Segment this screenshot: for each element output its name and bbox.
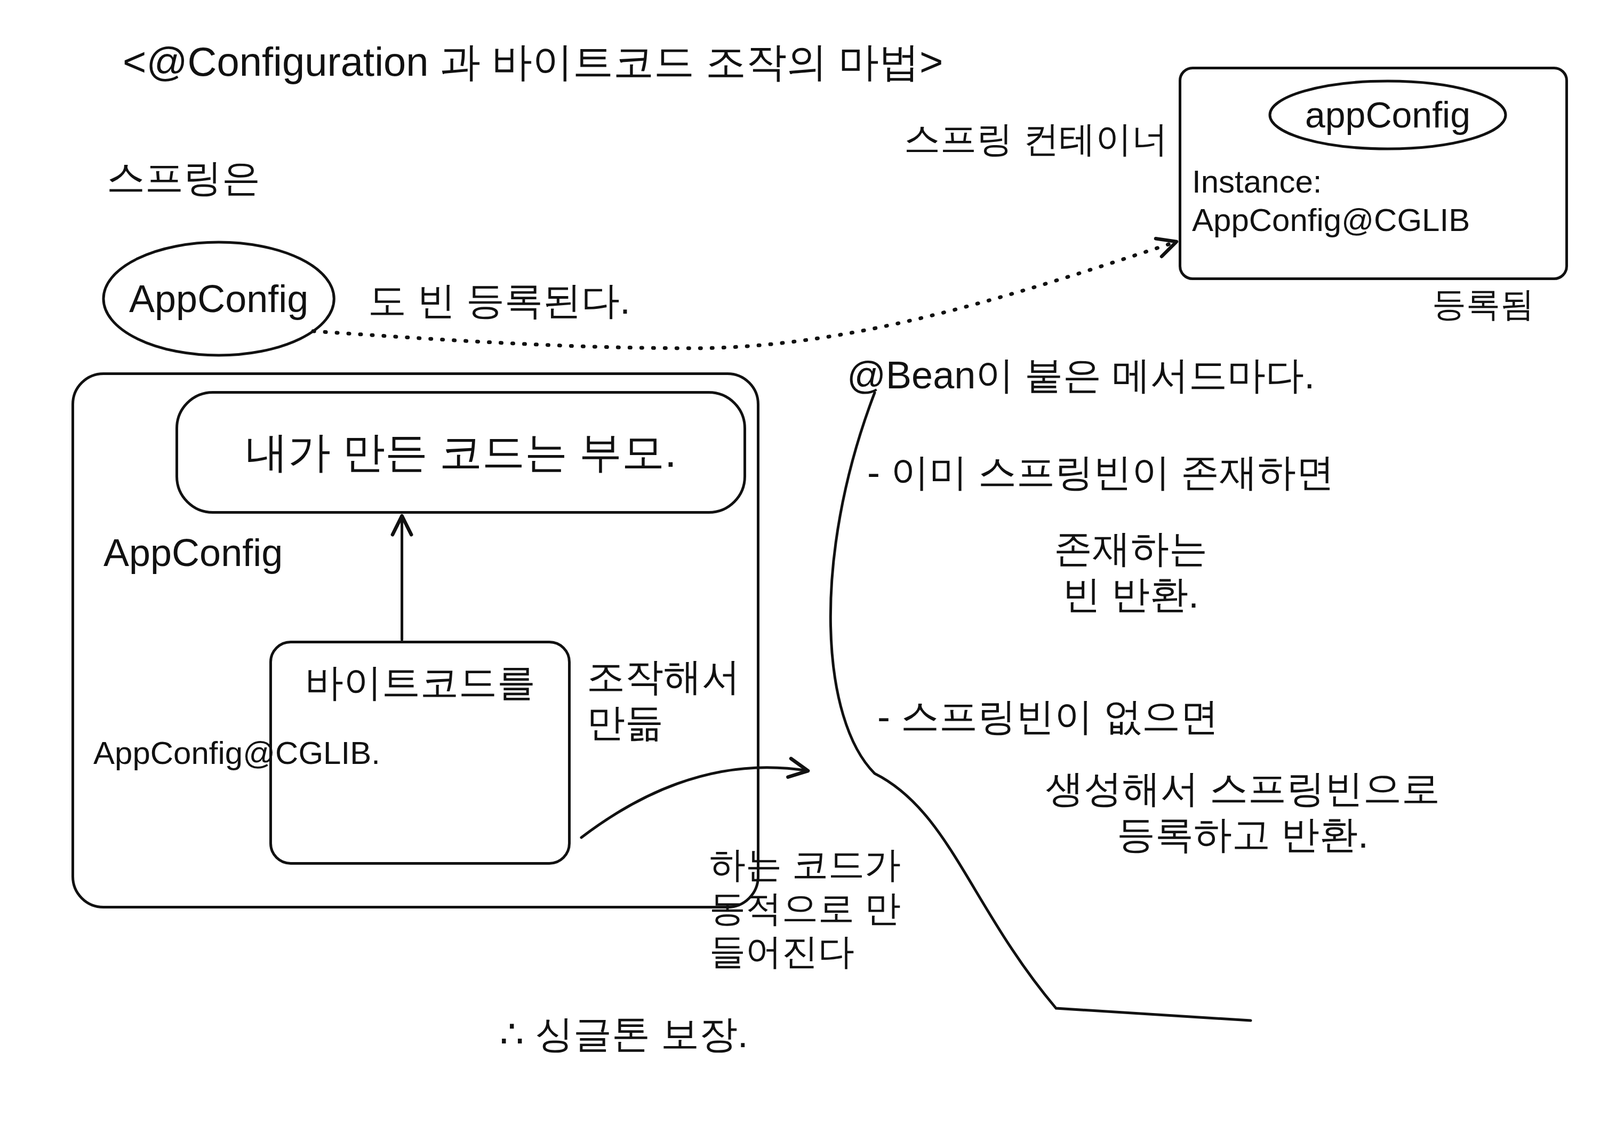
ellipse-line <box>1269 81 1506 149</box>
note-text: 존재하는 빈 반환. <box>1045 525 1216 618</box>
bean-ellipse: appConfig <box>1267 78 1508 151</box>
node-text: 스프링 컨테이너 <box>904 117 1168 162</box>
connector-arrow <box>313 241 1177 349</box>
note-text: 조작해서 만듦 <box>586 653 763 746</box>
node-text: AppConfig <box>103 529 283 576</box>
title-text: <@Configuration 과 바이트코드 조작의 마법> <box>122 37 943 86</box>
proxy-class-box: 바이트코드를AppConfig@CGLIB. <box>269 640 571 865</box>
node-text: appConfig <box>1305 93 1471 138</box>
circled-term: AppConfig <box>101 240 336 358</box>
note-text: - 스프링빈이 없으면 <box>877 693 1219 740</box>
note-text: 스프링은 <box>106 154 261 201</box>
connector-arrow <box>400 515 404 640</box>
note-text: ∴ 싱글톤 보장. <box>499 1010 749 1057</box>
note-text: 도 빈 등록된다. <box>368 277 631 324</box>
container-box: 스프링 컨테이너Instance: AppConfig@CGLIB등록됨appC… <box>1178 66 1568 280</box>
node-text: 등록됨 <box>1432 283 1535 325</box>
pointer-arrow <box>581 767 808 838</box>
note-text: @Bean이 붙은 메서드마다. <box>846 352 1315 398</box>
node-text: 바이트코드를 <box>305 659 536 706</box>
node-text: AppConfig@CGLIB. <box>93 733 264 773</box>
node-text: Instance: AppConfig@CGLIB <box>1192 162 1555 240</box>
note-text: - 이미 스프링빈이 존재하면 <box>867 449 1335 495</box>
parent-class-box: 내가 만든 코드는 부모. <box>175 390 747 514</box>
node-text: AppConfig <box>129 275 309 322</box>
node-text: 내가 만든 코드는 부모. <box>245 426 677 478</box>
ellipse-line <box>103 242 334 356</box>
note-text: 하는 코드가 동적으로 만들어진다 <box>709 842 934 974</box>
class-group-box: AppConfig내가 만든 코드는 부모.바이트코드를AppConfig@CG… <box>71 372 760 909</box>
note-text: 생성해서 스프링빈으로 등록하고 반환. <box>1029 765 1456 858</box>
